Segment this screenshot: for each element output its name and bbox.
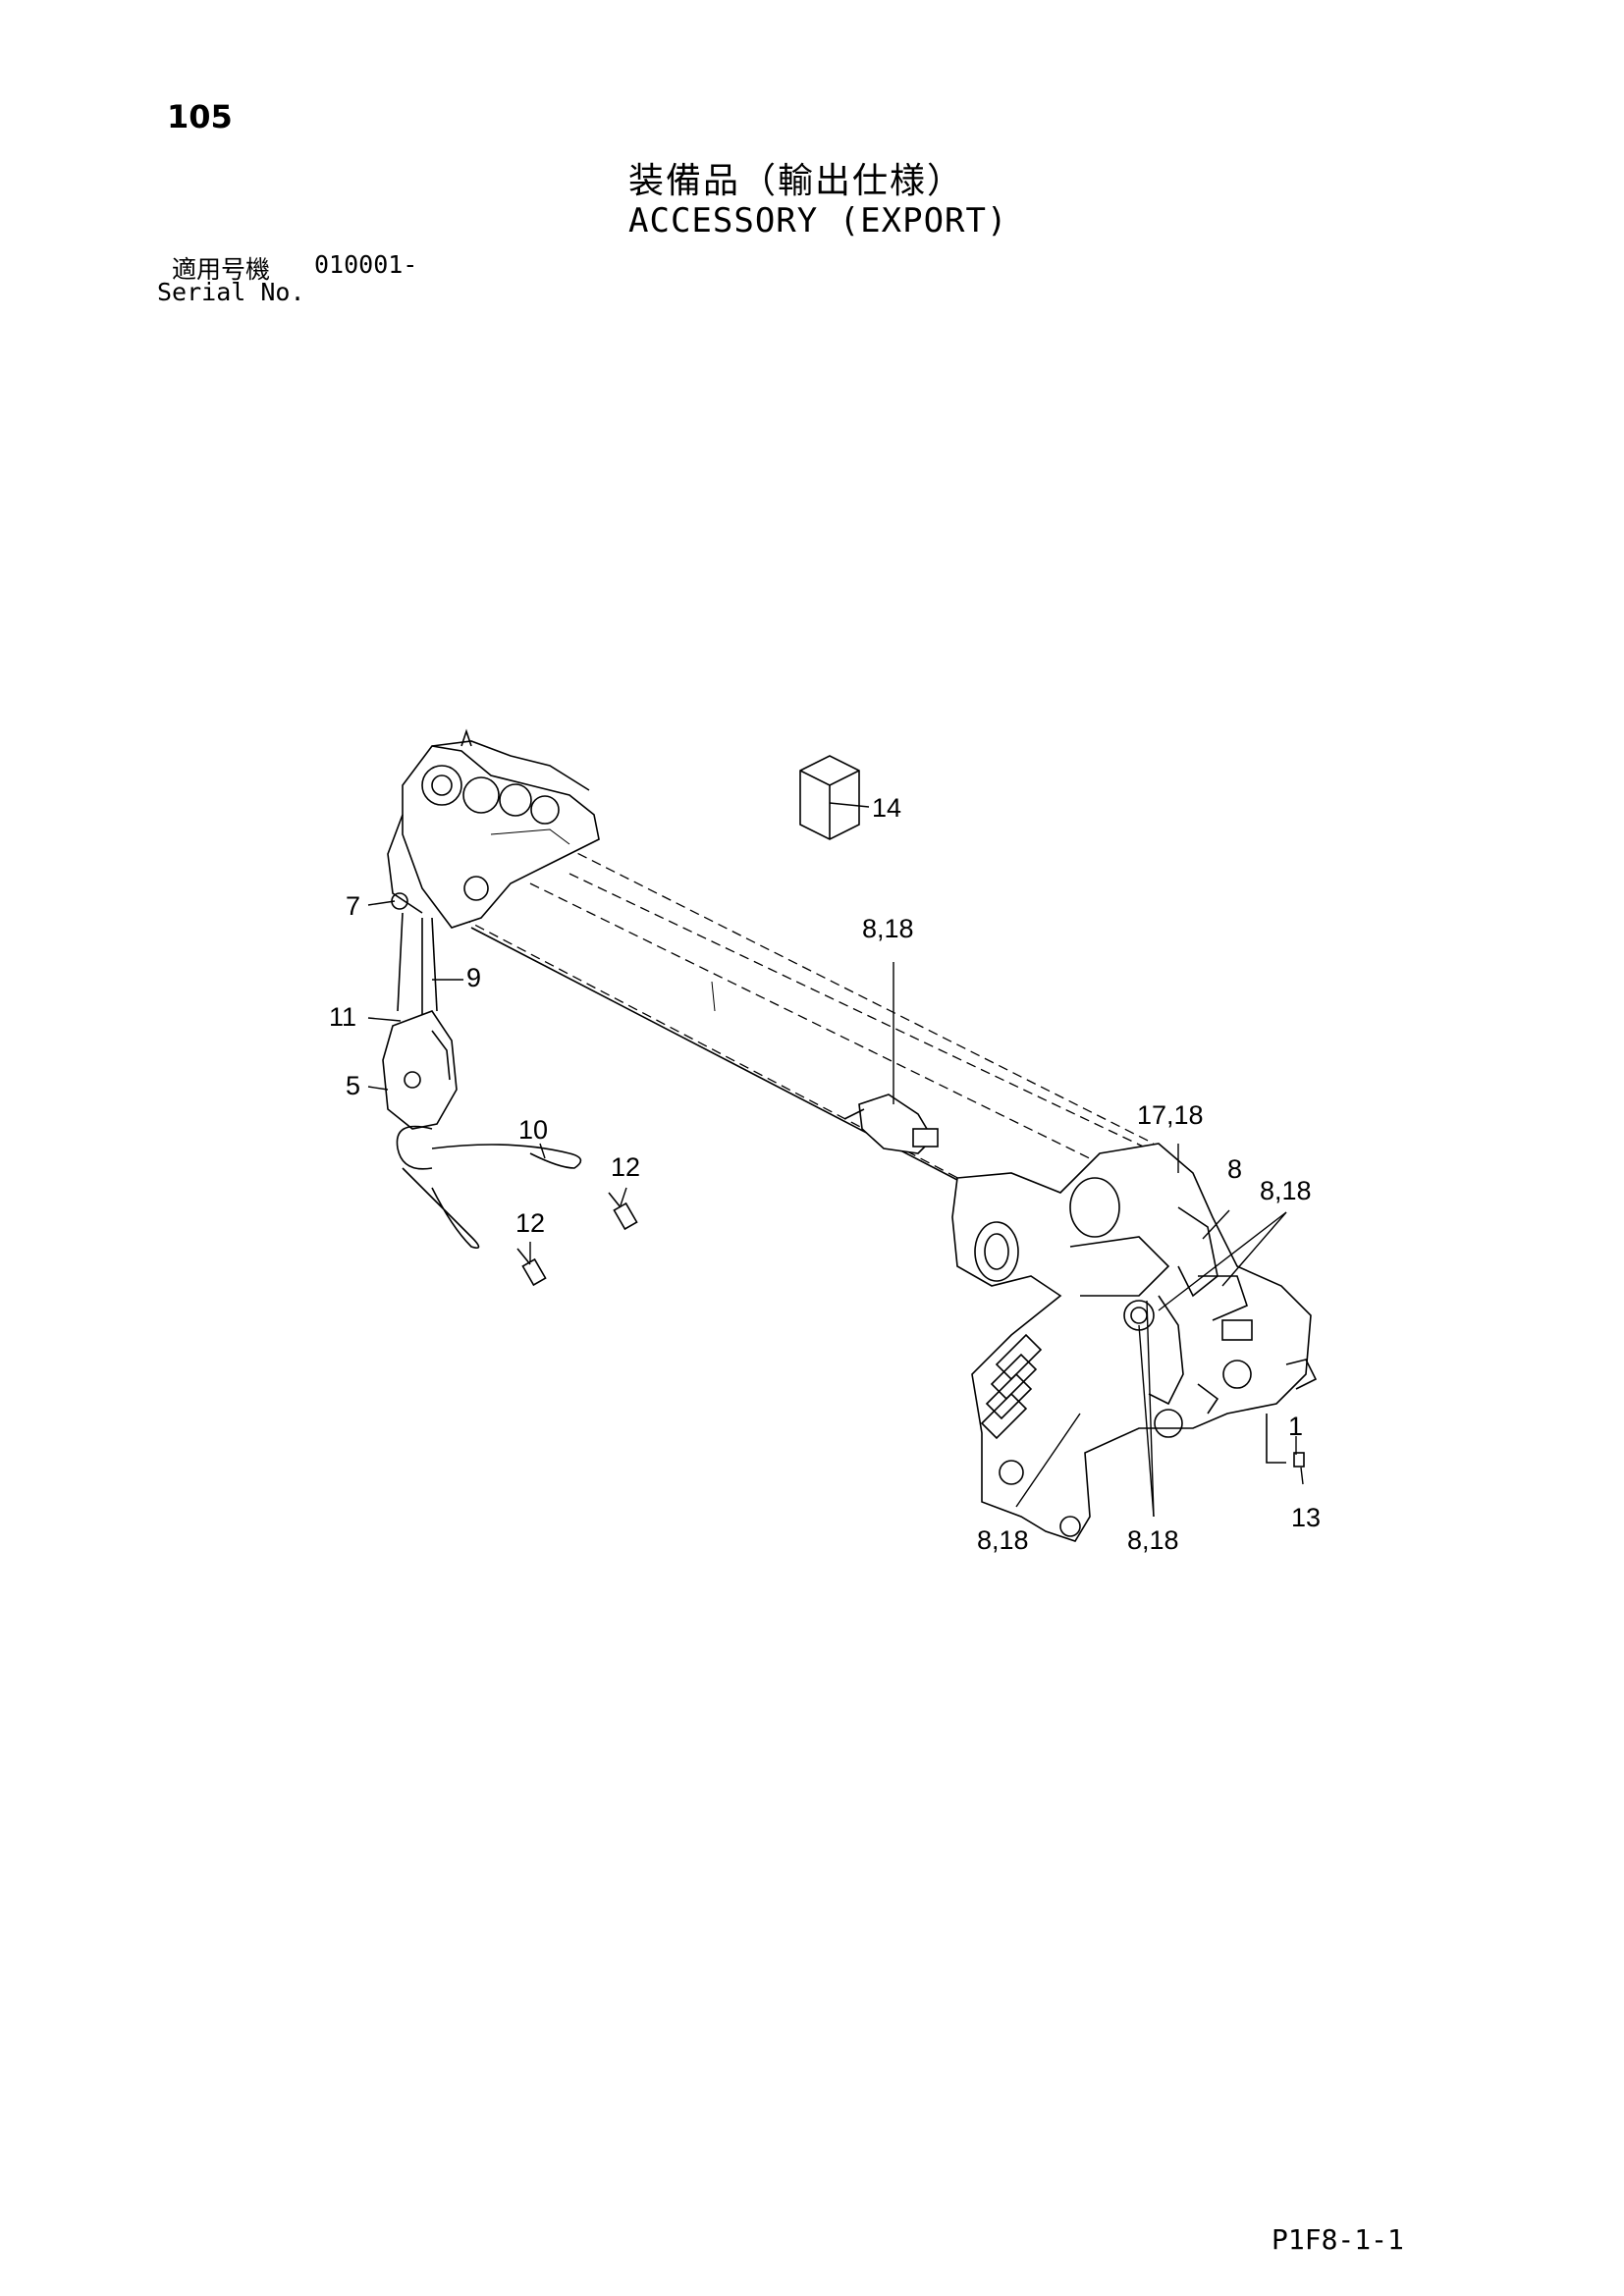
page-title-english: ACCESSORY (EXPORT) bbox=[628, 201, 1008, 240]
callout-17-18: 17,18 bbox=[1137, 1100, 1204, 1130]
callout-7: 7 bbox=[346, 891, 360, 921]
page-title-japanese: 装備品（輸出仕様） bbox=[628, 161, 965, 201]
boom-body bbox=[460, 838, 1179, 1194]
box-part bbox=[799, 755, 860, 840]
serial-value: 010001- bbox=[314, 250, 418, 279]
callout-12-lower: 12 bbox=[515, 1208, 545, 1238]
page-number: 105 bbox=[167, 98, 233, 135]
boom-head bbox=[387, 728, 600, 929]
callout-13: 13 bbox=[1291, 1503, 1321, 1532]
serial-label-japanese: 適用号機 bbox=[172, 255, 271, 284]
footer-page-code: P1F8-1-1 bbox=[1272, 2223, 1404, 2256]
boom-base bbox=[951, 1143, 1318, 1542]
callout-8-18-top: 8,18 bbox=[862, 914, 914, 943]
hook-block bbox=[382, 892, 582, 1250]
callout-8-18-bottom-right: 8,18 bbox=[1127, 1525, 1179, 1555]
callout-8: 8 bbox=[1227, 1154, 1242, 1184]
callout-5: 5 bbox=[346, 1071, 360, 1100]
callout-10: 10 bbox=[518, 1115, 548, 1145]
callout-8-18-right: 8,18 bbox=[1260, 1176, 1312, 1205]
callout-labels: 14 7 9 11 5 10 12 12 8,18 17,18 8 8,18 1… bbox=[329, 793, 1321, 1555]
leader-lines bbox=[367, 802, 1304, 1518]
callout-11: 11 bbox=[329, 1002, 356, 1032]
callout-12-upper: 12 bbox=[611, 1152, 640, 1182]
callout-9: 9 bbox=[466, 963, 481, 992]
callout-14: 14 bbox=[872, 793, 901, 823]
callout-8-18-bottom-left: 8,18 bbox=[977, 1525, 1029, 1555]
mid-bracket bbox=[843, 1094, 939, 1154]
serial-label-english: Serial No. bbox=[157, 278, 305, 306]
bolt-parts bbox=[516, 1192, 638, 1287]
callout-1: 1 bbox=[1288, 1412, 1303, 1441]
